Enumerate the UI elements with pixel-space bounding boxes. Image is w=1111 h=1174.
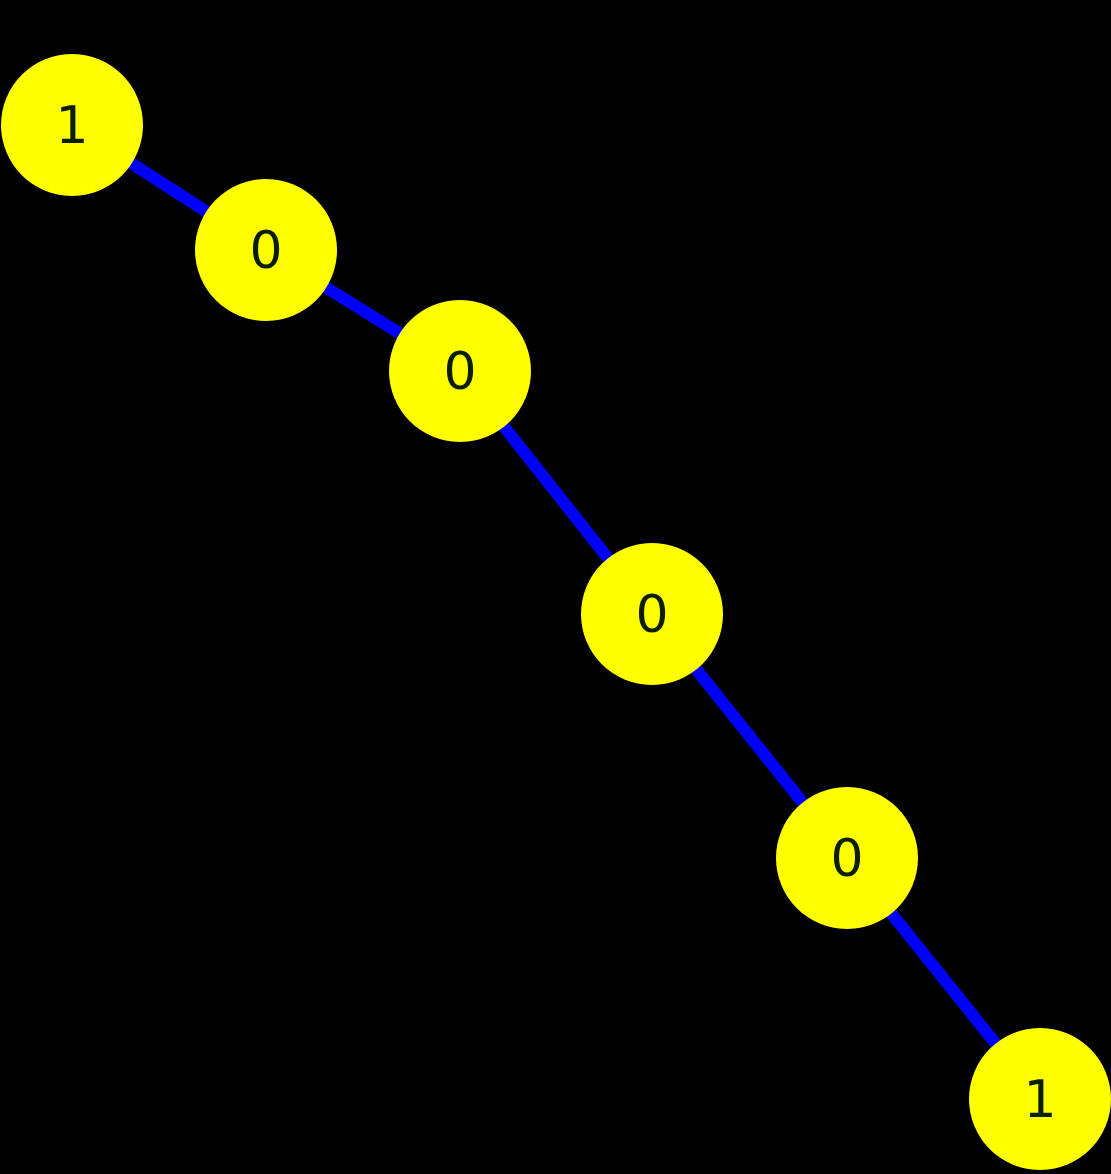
graph-node[interactable]: 1 xyxy=(969,1028,1111,1170)
graph-node[interactable]: 0 xyxy=(581,543,723,685)
node-circle[interactable] xyxy=(389,300,531,442)
graph-node[interactable]: 1 xyxy=(1,54,143,196)
node-circle[interactable] xyxy=(776,787,918,929)
graph-node[interactable]: 0 xyxy=(195,179,337,321)
graph-node[interactable]: 0 xyxy=(776,787,918,929)
node-circle[interactable] xyxy=(969,1028,1111,1170)
graph-node[interactable]: 0 xyxy=(389,300,531,442)
node-circle[interactable] xyxy=(581,543,723,685)
node-circle[interactable] xyxy=(195,179,337,321)
node-circle[interactable] xyxy=(1,54,143,196)
